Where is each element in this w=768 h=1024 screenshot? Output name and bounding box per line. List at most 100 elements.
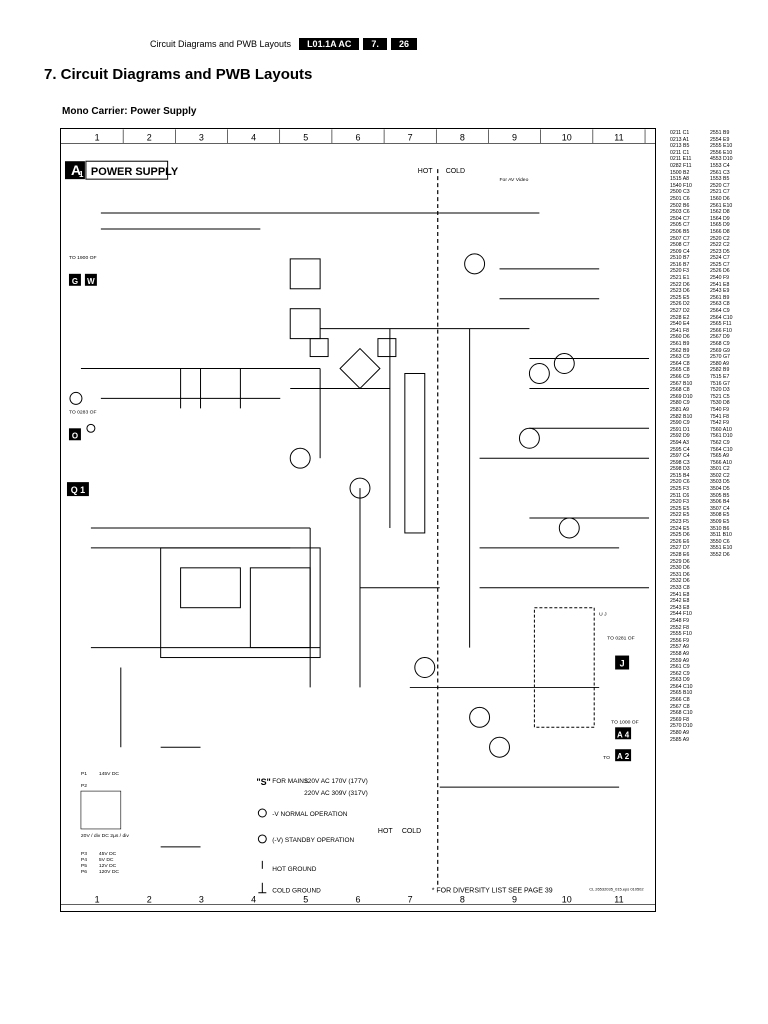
legend-s-line2: 220V AC 309V (317V) — [304, 790, 368, 797]
index-cell: 7542 F9 — [710, 420, 730, 427]
index-cell: 0213 B5 — [670, 143, 690, 150]
index-cell — [710, 638, 750, 645]
header-page: 26 — [390, 38, 417, 50]
index-row: 2563 D9 — [670, 677, 760, 684]
index-row: 2532 D6 — [670, 578, 760, 585]
index-row: 2544 F10 — [670, 611, 760, 618]
index-cell: 2509 C4 — [670, 248, 690, 255]
index-cell: 2591 D1 — [670, 426, 690, 433]
legend: "S" FOR MAINS 120V AC 170V (177V) 220V A… — [256, 777, 367, 895]
index-row: 2542 E8 — [670, 598, 760, 605]
grid-col-label: 11 — [614, 895, 623, 905]
index-cell: 2526 D2 — [670, 301, 690, 308]
index-cell: 2564 C8 — [670, 360, 690, 367]
index-cell: 2552 F8 — [670, 624, 690, 631]
svg-text:P4: P4 — [81, 857, 87, 863]
index-cell: 4553 D10 — [710, 156, 733, 163]
index-cell: 7541 F8 — [710, 413, 730, 420]
index-cell — [710, 717, 750, 724]
grid-col-label: 3 — [199, 895, 204, 905]
index-cell — [710, 677, 750, 684]
index-cell: 3552 D6 — [710, 552, 730, 558]
grid-col-label: 10 — [562, 132, 572, 142]
page-header: Circuit Diagrams and PWB Layouts L01.1A … — [150, 36, 421, 52]
index-cell: 2520 F3 — [670, 499, 690, 506]
index-cell: 2598 D3 — [670, 466, 690, 473]
index-cell — [710, 710, 750, 717]
index-cell: 2525 F3 — [670, 486, 690, 493]
index-cell: 1500 B2 — [670, 169, 690, 176]
index-cell: 2582 B9 — [710, 367, 730, 374]
index-cell: 2526 E6 — [670, 538, 690, 545]
index-cell: 7565 A9 — [710, 453, 730, 460]
index-cell — [710, 737, 750, 744]
index-cell — [710, 671, 750, 678]
svg-text:P1: P1 — [81, 771, 87, 777]
index-cell: 2541 E8 — [670, 591, 690, 598]
index-cell: 2569 G9 — [710, 347, 730, 354]
index-cell: 2556 E10 — [710, 149, 733, 156]
index-cell: 0211 C1 — [670, 149, 690, 156]
index-cell: 2554 E9 — [710, 136, 730, 143]
index-cell: 2520 F3 — [670, 268, 690, 275]
block-title-letter: A — [71, 162, 81, 178]
index-cell: 2515 B4 — [670, 472, 690, 479]
index-row: 2529 D6 — [670, 559, 760, 566]
index-cell: 2541 F8 — [670, 327, 690, 334]
index-cell: 0213 A1 — [670, 136, 690, 143]
index-cell: 7566 A10 — [710, 459, 732, 466]
index-cell: 3502 C2 — [710, 472, 730, 479]
index-row: 2557 A9 — [670, 644, 760, 651]
index-cell: 2581 A9 — [670, 406, 690, 413]
index-row: 2520 F3 3506 B4 — [670, 499, 760, 506]
index-cell: 2559 A9 — [670, 657, 690, 664]
index-cell: 2527 D2 — [670, 308, 690, 315]
grid-col-label: 5 — [303, 895, 308, 905]
header-model: L01.1A AC — [299, 38, 360, 50]
index-row: 0211 E11 4553 D10 — [670, 156, 760, 163]
index-cell: 0211 C1 — [670, 130, 690, 136]
block-title-number: 1 — [79, 170, 84, 179]
index-row: 2531 D6 — [670, 572, 760, 579]
grid-col-label: 9 — [512, 895, 517, 905]
index-cell: 7540 F9 — [710, 406, 730, 413]
index-cell: 3506 B4 — [710, 499, 730, 506]
index-row: 2548 F9 — [670, 618, 760, 625]
index-cell: 2528 E2 — [670, 314, 690, 321]
svg-text:20V / div DC 2µs / div: 20V / div DC 2µs / div — [81, 833, 129, 839]
index-cell: 2567 B10 — [670, 380, 693, 387]
grid-col-label: 10 — [562, 895, 572, 905]
grid-col-label: 2 — [147, 895, 152, 905]
index-cell: 2569 D10 — [670, 393, 693, 400]
grid-col-label: 6 — [356, 895, 361, 905]
index-cell: 2542 E8 — [670, 598, 690, 605]
index-row: 0213 A1 2554 E9 — [670, 137, 760, 144]
page-subtitle: Mono Carrier: Power Supply — [62, 106, 197, 117]
connector-a4: A 4 — [617, 730, 630, 739]
index-cell: 2523 D5 — [710, 248, 730, 255]
index-cell — [710, 611, 750, 618]
index-cell: 2543 E9 — [710, 288, 730, 295]
label-to0281: TO 0281 OF — [607, 636, 635, 642]
index-row: 2556 F9 — [670, 638, 760, 645]
index-cell — [710, 631, 750, 638]
index-cell: 2504 C7 — [670, 215, 690, 222]
index-cell — [710, 578, 750, 585]
index-cell: 1515 A8 — [670, 176, 690, 183]
index-cell: 1540 F10 — [670, 182, 692, 189]
hot-label-bottom: HOT — [378, 828, 393, 835]
grid-col-label: 11 — [614, 132, 623, 142]
index-cell: 2530 D6 — [670, 565, 690, 572]
index-cell: 0211 E11 — [670, 156, 692, 163]
index-cell — [710, 664, 750, 671]
